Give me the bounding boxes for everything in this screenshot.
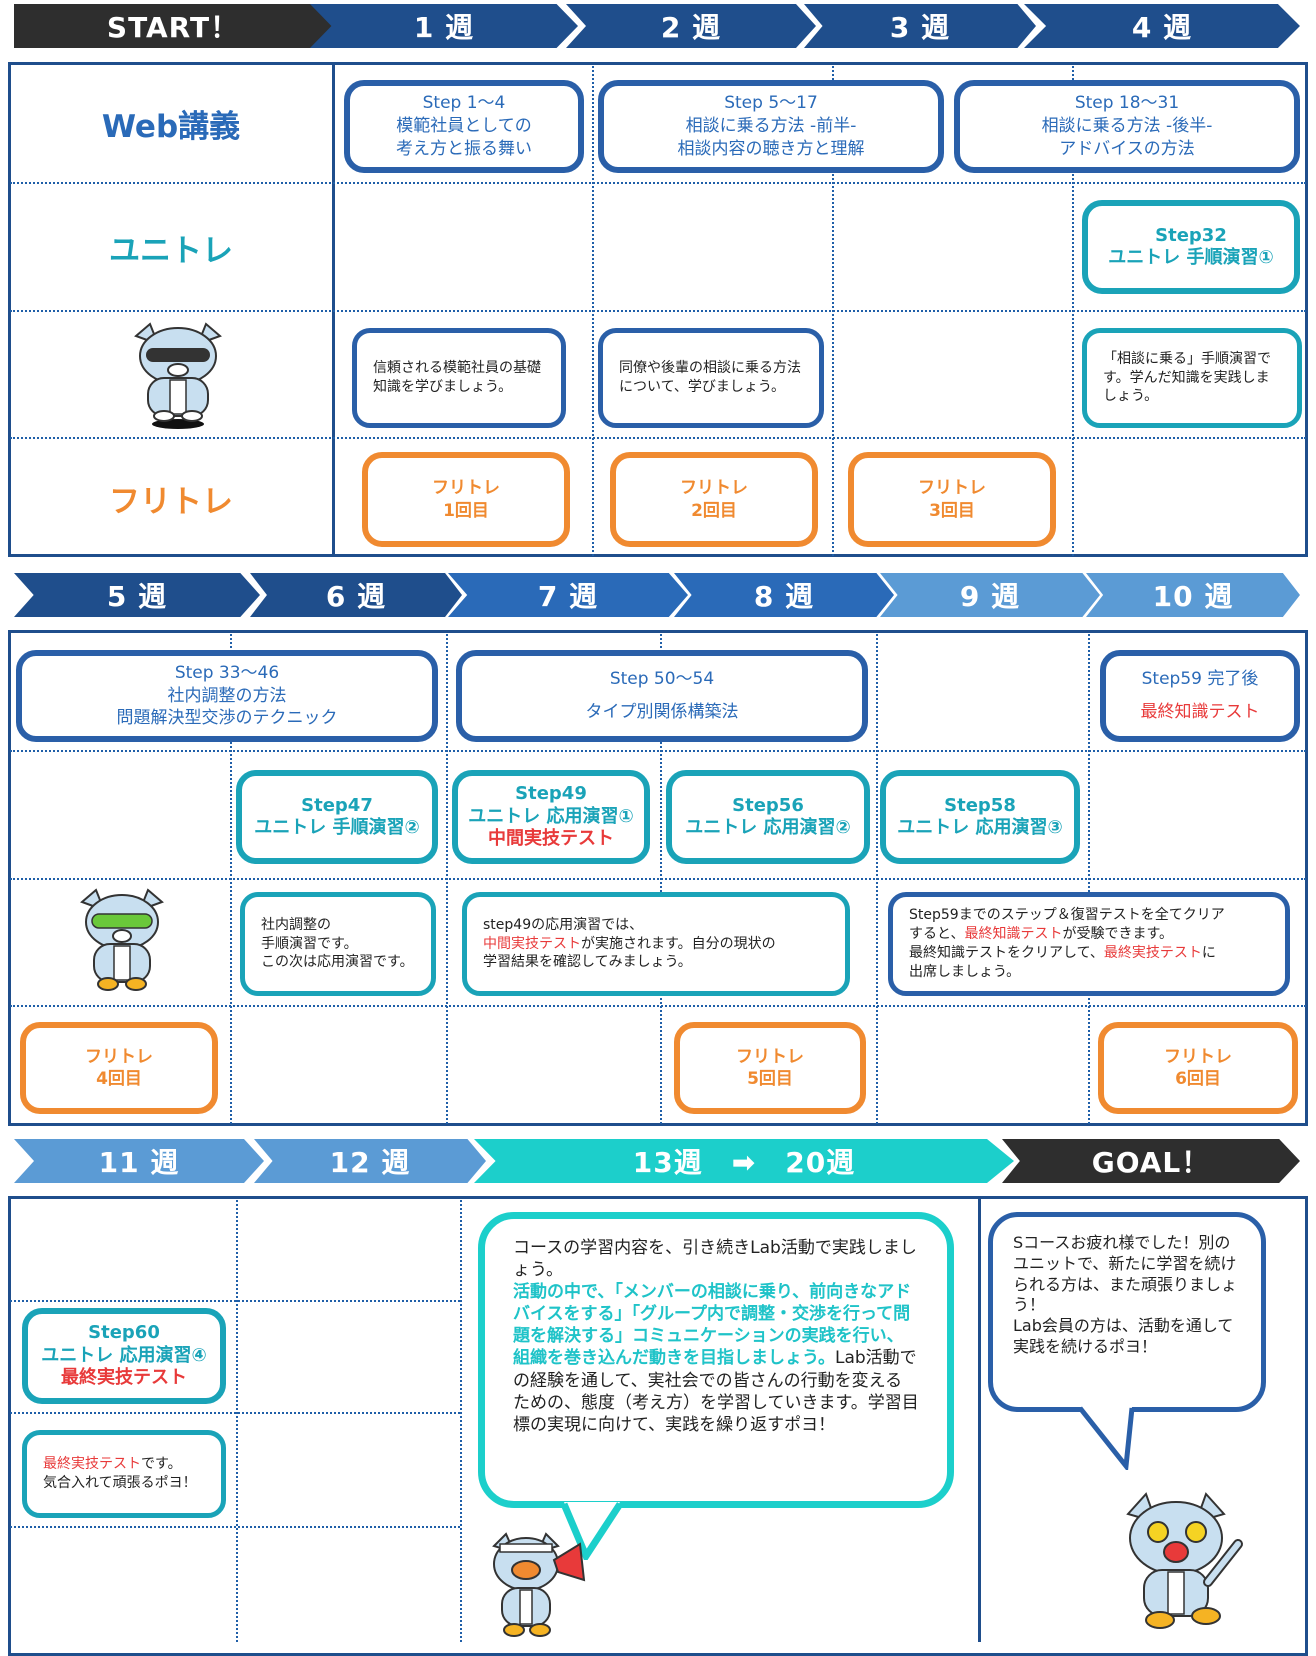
section-2-frame	[8, 630, 1308, 1126]
speech-bubble-7: 最終実技テストです。 気合入れて頑張るポヨ！	[22, 1430, 226, 1518]
row-label-unitore: ユニトレ	[109, 232, 233, 269]
unitore-step47: Step47 ユニトレ 手順演習②	[236, 770, 438, 864]
furitore-4: フリトレ 4回目	[20, 1022, 218, 1114]
unitore-step60: Step60 ユニトレ 応用演習④ 最終実技テスト	[22, 1308, 226, 1404]
web-lecture-step33-46: Step 33〜46 社内調整の方法 問題解決型交渉のテクニック	[16, 650, 438, 742]
chevron-week-3: 3 週	[804, 4, 1036, 48]
chevron-week-13-20: 13週 ➡ 20週	[474, 1139, 1014, 1183]
bubble-tail	[1078, 1406, 1135, 1470]
mascot-icon	[134, 322, 222, 429]
row-label-web: Web講義	[101, 108, 241, 145]
bubble-tail	[560, 1502, 623, 1560]
unitore-step49: Step49 ユニトレ 応用演習① 中間実技テスト	[452, 770, 650, 864]
speech-bubble-2: 同僚や後輩の相談に乗る方法について、学びましょう。	[598, 328, 824, 428]
chevron-week-5: 5 週	[14, 573, 260, 617]
speech-bubble-lab-activity: コースの学習内容を、引き続きLab活動で実践しましょう。 活動の中で、「メンバー…	[478, 1212, 954, 1508]
section-1-frame	[8, 62, 1308, 557]
chevron-week-11: 11 週	[14, 1139, 264, 1183]
mascot-goal-icon	[1126, 1492, 1243, 1629]
unitore-step56: Step56 ユニトレ 応用演習②	[666, 770, 870, 864]
speech-bubble-4: 社内調整の 手順演習です。 この次は応用演習です。	[240, 892, 436, 996]
unitore-step32: Step32 ユニトレ 手順演習①	[1082, 200, 1300, 294]
chevron-week-2: 2 週	[566, 4, 816, 48]
row-label-furitore: フリトレ	[109, 483, 233, 520]
unitore-step58: Step58 ユニトレ 応用演習③	[880, 770, 1080, 864]
chevron-week-7: 7 週	[448, 573, 688, 617]
chevron-goal: GOAL！	[1002, 1139, 1300, 1183]
web-lecture-step18-31: Step 18〜31 相談に乗る方法 -後半- アドバイスの方法	[954, 80, 1300, 173]
chevron-week-8: 8 週	[674, 573, 894, 617]
speech-bubble-6: Step59までのステップ＆復習テストを全てクリア すると、最終知識テストが受験…	[888, 892, 1290, 996]
web-lecture-step1-4: Step 1〜4 模範社員としての 考え方と振る舞い	[344, 80, 584, 173]
furitore-2: フリトレ 2回目	[610, 452, 818, 547]
furitore-6: フリトレ 6回目	[1098, 1022, 1298, 1114]
mascot-icon	[80, 888, 164, 991]
speech-bubble-3: 「相談に乗る」手順演習です。学んだ知識を実践しましょう。	[1082, 328, 1302, 428]
web-lecture-step50-54: Step 50〜54 タイプ別関係構築法	[456, 650, 868, 742]
chevron-start: START！	[14, 4, 332, 48]
furitore-1: フリトレ 1回目	[362, 452, 570, 547]
chevron-week-6: 6 週	[250, 573, 462, 617]
chevron-week-10: 10 週	[1086, 573, 1300, 617]
chevron-week-9: 9 週	[880, 573, 1100, 617]
web-lecture-final-knowledge-test: Step59 完了後 最終知識テスト	[1100, 650, 1300, 742]
furitore-5: フリトレ 5回目	[674, 1022, 866, 1114]
speech-bubble-goal: Sコースお疲れ様でした！別のユニットで、新たに学習を続けられる方は、また頑張りま…	[988, 1212, 1266, 1412]
web-lecture-step5-17: Step 5〜17 相談に乗る方法 -前半- 相談内容の聴き方と理解	[598, 80, 944, 173]
chevron-week-1: 1 週	[310, 4, 578, 48]
chevron-week-4: 4 週	[1024, 4, 1300, 48]
speech-bubble-5: step49の応用演習では、 中間実技テストが実施されます。自分の現状の 学習結…	[462, 892, 850, 996]
chevron-week-12: 12 週	[254, 1139, 486, 1183]
speech-bubble-1: 信頼される模範社員の基礎知識を学びましょう。	[352, 328, 566, 428]
furitore-3: フリトレ 3回目	[848, 452, 1056, 547]
mascot-megaphone-icon	[492, 1532, 586, 1637]
